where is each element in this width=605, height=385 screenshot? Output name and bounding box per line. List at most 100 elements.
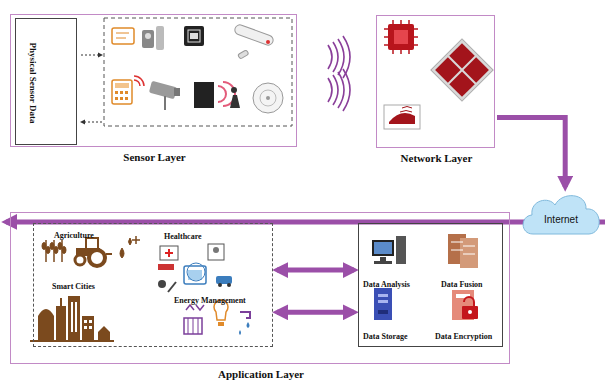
node-label: Physical Sensor Data (28, 42, 38, 123)
energy-icons (240, 312, 250, 318)
sensor-icons (218, 86, 226, 102)
sensor-icons (115, 91, 118, 94)
sensor-icons (260, 90, 276, 106)
network-devices (400, 107, 412, 113)
sensor-icons (188, 30, 200, 42)
agriculture-icons (132, 236, 140, 244)
data-icons (464, 297, 474, 307)
sensor-icons (116, 38, 126, 39)
agriculture-icons (75, 255, 85, 265)
sensor-icons (134, 76, 144, 86)
sensor-icons (194, 82, 214, 108)
data-icons (463, 254, 475, 255)
sensor-icons (112, 23, 275, 59)
network-devices (384, 105, 420, 129)
data-icons (378, 294, 388, 297)
flow-arrow (497, 117, 565, 187)
sensor-icons (149, 81, 177, 99)
smart-city-icons (38, 309, 54, 340)
agriculture-icons (106, 253, 112, 255)
sensor-icons (115, 97, 118, 100)
data-icons (451, 250, 463, 251)
agriculture-icons (62, 247, 66, 254)
cloud-outline (519, 188, 603, 238)
sensor-icons (120, 97, 123, 100)
sensor-icons (112, 76, 283, 113)
network-devices (389, 113, 415, 124)
data-source-box: Physical Sensor Data (15, 18, 77, 145)
sensor-icons (266, 40, 270, 44)
sensor-icon-frame (104, 18, 292, 126)
data-icons (463, 246, 475, 247)
data-icons (380, 257, 386, 261)
data-icons (468, 310, 472, 314)
sensor-icons (231, 87, 237, 93)
application-group: AgricultureHealthcareSmart CitiesEnergy … (33, 223, 273, 347)
layer-box: Network Layer (376, 15, 495, 148)
node-label: Internet (544, 214, 578, 225)
healthcare-icons (158, 244, 232, 292)
sensor-icons (164, 96, 166, 110)
network-devices (384, 20, 493, 129)
network-devices (431, 39, 493, 101)
sensor-icons (253, 83, 283, 113)
item-label: Healthcare (164, 232, 202, 241)
smart-city-icons (30, 340, 114, 342)
agriculture-icons (46, 247, 50, 254)
data-flow-arrows (81, 55, 100, 56)
data-icons (451, 242, 463, 243)
sensor-icons (120, 91, 123, 94)
data-icons (396, 236, 406, 264)
healthcare-icons (158, 264, 174, 270)
data-icons (374, 242, 392, 254)
agriculture-icons (129, 238, 132, 245)
network-devices (431, 39, 493, 101)
energy-icons (186, 305, 204, 310)
energy-icons (184, 318, 202, 334)
cloud-shape (523, 196, 599, 234)
wireless-waves (333, 42, 338, 72)
energy-icons (184, 300, 250, 335)
smart-city-icons (30, 296, 114, 342)
sensor-icons (125, 97, 128, 100)
sensor-icons (112, 28, 134, 44)
network-devices (384, 28, 418, 30)
sensor-icons (174, 88, 180, 96)
smart-city-icons (82, 316, 94, 340)
smart-city-icons (60, 298, 62, 306)
energy-icons (188, 318, 198, 334)
healthcare-icons (168, 282, 176, 292)
healthcare-icons (208, 244, 224, 260)
data-icons (462, 306, 478, 319)
agriculture-icons (120, 248, 124, 258)
network-devices (384, 20, 418, 54)
sensor-icons (266, 96, 270, 100)
wireless-waves (333, 75, 338, 105)
layer-box: AgricultureHealthcareSmart CitiesEnergy … (10, 212, 510, 364)
item-label: Smart Cities (52, 282, 95, 291)
sensor-icons (125, 91, 128, 94)
wireless-waves (328, 36, 350, 111)
smart-city-icons (71, 302, 92, 332)
energy-icons (247, 322, 250, 328)
data-service-group: Data AnalysisData FusionData StorageData… (358, 223, 503, 347)
sensor-icons (233, 23, 274, 46)
healthcare-icons (216, 276, 232, 284)
network-devices (449, 71, 474, 96)
smart-city-icons (89, 326, 92, 329)
healthcare-icons (218, 283, 222, 287)
sensor-icons (156, 26, 164, 50)
item-label: Agriculture (54, 231, 94, 240)
smart-city-icons (84, 326, 87, 329)
sensor-icons (190, 33, 198, 39)
agriculture-icons (42, 236, 140, 266)
wireless-waves (328, 78, 332, 102)
healthcare-icons (158, 280, 166, 288)
smart-city-icons (68, 296, 80, 340)
agriculture-icons (89, 250, 105, 266)
data-icons (372, 240, 394, 256)
wireless-waves (338, 72, 344, 108)
